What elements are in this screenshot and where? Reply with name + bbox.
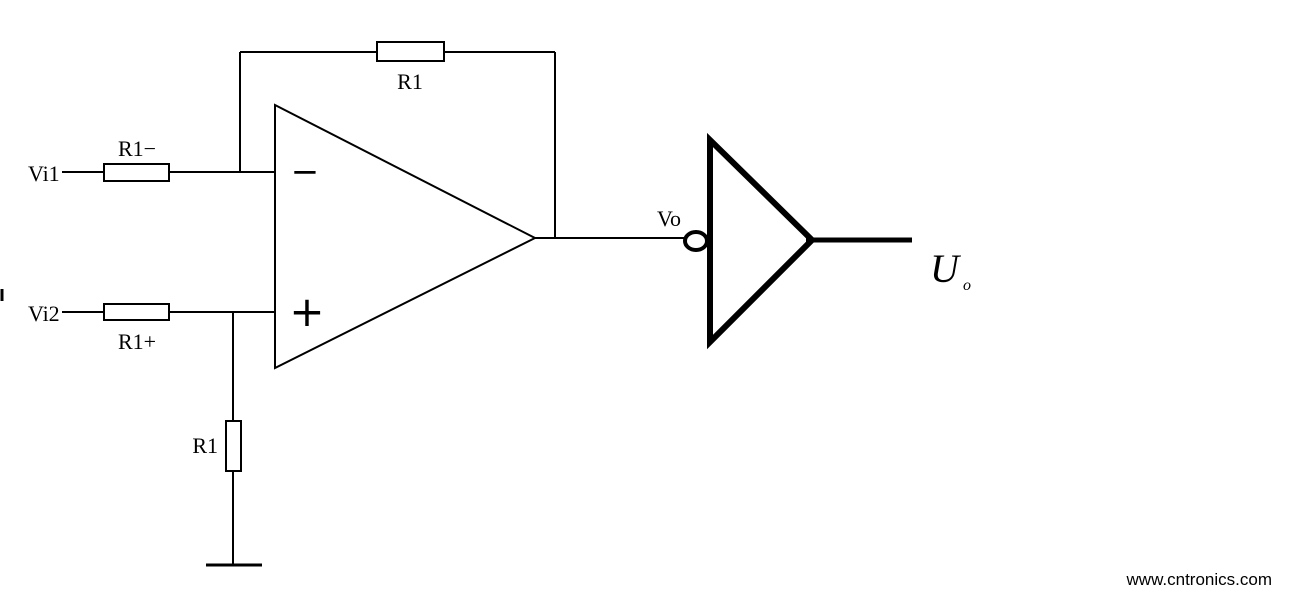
label-vo: Vo bbox=[657, 206, 681, 231]
label-vi1: Vi1 bbox=[28, 161, 60, 186]
label-r1-inverting: R1− bbox=[118, 136, 156, 161]
label-u-out: U bbox=[930, 246, 962, 291]
resistor-r1-feedback bbox=[376, 41, 445, 62]
buffer-triangle bbox=[707, 132, 817, 350]
label-r1-noninverting: R1+ bbox=[118, 329, 156, 354]
resistor-r1-ground bbox=[225, 420, 242, 472]
opamp-noninverting-sign: + bbox=[289, 287, 324, 336]
opamp-triangle bbox=[274, 103, 538, 370]
label-r1-ground: R1 bbox=[192, 433, 218, 458]
label-vi2: Vi2 bbox=[28, 301, 60, 326]
resistor-r1-inverting bbox=[103, 163, 170, 182]
watermark-text: www.cntronics.com bbox=[1126, 570, 1272, 589]
opamp-inverting-sign: − bbox=[291, 152, 320, 192]
label-u-out-subscript: o bbox=[963, 277, 971, 294]
output-node-circle bbox=[683, 230, 709, 252]
wires bbox=[0, 51, 685, 567]
resistor-r1-noninverting bbox=[103, 303, 170, 321]
label-r1-feedback: R1 bbox=[397, 69, 423, 94]
